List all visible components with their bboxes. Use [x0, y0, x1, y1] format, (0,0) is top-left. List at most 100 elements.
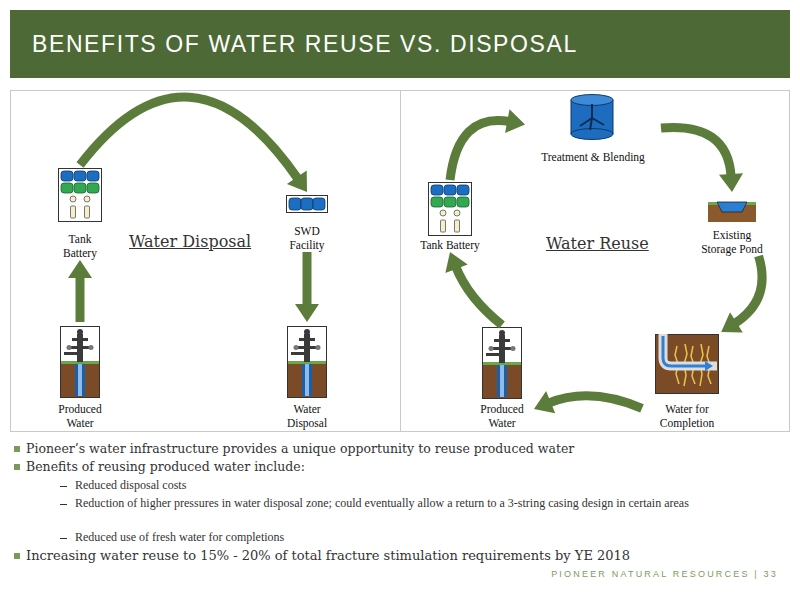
flow-arrow	[534, 391, 642, 413]
flow-arrow	[80, 97, 307, 192]
node-label-stack: Produced Water	[48, 402, 112, 430]
arrow-head	[534, 391, 555, 413]
fracture	[691, 346, 695, 384]
flow-panel: Water Disposal Tank Battery SWD FacilityPr…	[10, 90, 401, 432]
process-node: Produced Water	[48, 322, 112, 430]
process-node: Produced Water	[470, 325, 534, 430]
bullet-square	[14, 464, 20, 470]
tank-bottom	[571, 129, 613, 140]
node-label-stack: SWD Facility	[280, 224, 334, 252]
tank-battery-icon	[59, 169, 102, 222]
node-label: Treatment & Blending	[525, 150, 661, 164]
node-label-stack: Tank Battery	[53, 232, 107, 260]
arrow-shaft	[734, 256, 762, 324]
swd-icon	[287, 196, 328, 213]
arrow-shaft	[450, 120, 510, 180]
fracture	[684, 344, 687, 386]
arrow-head	[68, 260, 92, 278]
process-node: Treatment & Blending	[525, 92, 661, 164]
tank-side	[571, 100, 572, 134]
wellbore	[663, 334, 717, 366]
completion-icon	[656, 334, 719, 394]
node-label-stack: Tank Battery	[405, 238, 495, 252]
icon-frame	[287, 196, 328, 213]
arrow-shaft	[80, 97, 299, 180]
node-label: Tank Battery	[405, 238, 495, 252]
flow-arrow	[721, 256, 762, 333]
blue-tank	[289, 198, 301, 210]
node-label: Produced Water	[470, 402, 534, 430]
node-label-stack: Treatment & Blending	[525, 150, 661, 164]
flow-arrow	[68, 260, 92, 322]
arrow-shaft	[661, 127, 731, 177]
bullet-square	[14, 446, 20, 452]
node-label: SWD Facility	[280, 224, 334, 252]
bullet-text: Pioneer’s water infrastructure provides …	[26, 440, 786, 457]
pond-water	[717, 202, 747, 212]
node-label-stack: Water Disposal	[275, 402, 339, 430]
arrow-head	[287, 170, 307, 192]
bullet-square	[14, 553, 20, 559]
arrow-head	[719, 173, 743, 192]
ground	[708, 204, 756, 222]
arrow-shaft	[456, 266, 503, 325]
grass	[708, 202, 756, 205]
fracture	[675, 346, 679, 384]
process-node: Water for Completion	[642, 332, 732, 430]
flow-panel: Water Reuse Treatment & BlendingTank Batt…	[400, 90, 790, 432]
tank-side	[613, 100, 614, 134]
bullet-dash	[60, 504, 67, 505]
storage-pond-icon	[708, 202, 756, 222]
fracture	[700, 344, 703, 386]
bullet-text: Increasing water reuse to 15% - 20% of t…	[26, 547, 786, 564]
blue-tank	[313, 198, 325, 210]
node-label-stack: Existing Storage Pond	[694, 228, 770, 256]
node-label-stack: Water for Completion	[642, 402, 732, 430]
tank-top	[571, 95, 613, 106]
arrow-shaft	[303, 252, 312, 307]
well-icon	[61, 327, 100, 398]
bullet-dash	[60, 486, 67, 487]
arrow-head	[295, 304, 319, 322]
sub-bullet-text: Reduced disposal costs	[75, 477, 775, 494]
flow-arrow-line	[663, 336, 705, 366]
process-node: Existing Storage Pond	[694, 192, 770, 256]
mixer-blades	[580, 104, 604, 130]
tank-battery-icon	[429, 183, 472, 236]
blue-tank	[301, 198, 313, 210]
node-label-stack: Produced Water	[470, 402, 534, 430]
node-label: Produced Water	[48, 402, 112, 430]
bullet-text: Benefits of reusing produced water inclu…	[26, 458, 786, 475]
treatment-tank-icon	[571, 95, 613, 140]
tank-body	[571, 100, 613, 134]
title-band: BENEFITS OF WATER REUSE VS. DISPOSAL	[10, 10, 790, 78]
arrow-head	[505, 109, 525, 133]
flow-arrow	[445, 252, 502, 325]
sub-bullet-text: Reduction of higher pressures in water d…	[75, 495, 775, 512]
well-icon	[288, 327, 327, 398]
node-label: Water Disposal	[275, 402, 339, 430]
flow-arrow-head	[705, 361, 713, 371]
bullet-dash	[60, 538, 67, 539]
formation	[656, 335, 719, 394]
process-node: Water Disposal	[275, 322, 339, 430]
flow-arrow	[661, 127, 743, 192]
process-node: Tank Battery	[405, 180, 495, 252]
arrow-shaft	[76, 275, 85, 322]
flow-arrow	[295, 252, 319, 322]
arrow-head	[445, 252, 467, 273]
fracture	[707, 346, 711, 384]
panel-heading: Water Disposal	[129, 232, 251, 251]
arrow-head	[721, 312, 743, 332]
node-label: Water for Completion	[642, 402, 732, 430]
process-node: Tank Battery	[53, 165, 107, 260]
well-icon	[483, 328, 522, 399]
footer-text: PIONEER NATURAL RESOURCES | 33	[551, 569, 778, 579]
node-label: Tank Battery	[53, 232, 107, 260]
node-label: Existing Storage Pond	[694, 228, 770, 256]
process-node: SWD Facility	[280, 192, 334, 252]
panel-heading: Water Reuse	[546, 234, 649, 253]
slide-title: BENEFITS OF WATER REUSE VS. DISPOSAL	[32, 31, 578, 58]
sub-bullet-text: Reduced use of fresh water for completio…	[75, 529, 775, 546]
